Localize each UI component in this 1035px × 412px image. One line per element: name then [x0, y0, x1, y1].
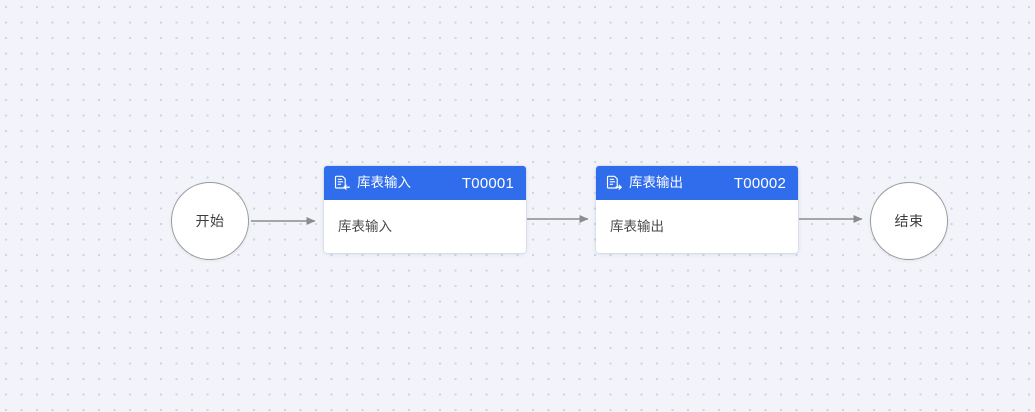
task-node-id: T00002 — [733, 174, 786, 192]
task-node-t00001[interactable]: 库表输入 T00001 库表输入 — [324, 166, 526, 253]
start-node[interactable]: 开始 — [171, 182, 249, 260]
task-node-title: 库表输入 — [357, 175, 411, 191]
start-node-label: 开始 — [195, 213, 225, 229]
task-node-body[interactable]: 库表输入 — [324, 200, 526, 253]
task-node-header[interactable]: 库表输出 T00002 — [596, 166, 798, 200]
task-node-body-text: 库表输出 — [610, 218, 664, 234]
task-node-body[interactable]: 库表输出 — [596, 200, 798, 253]
table-export-icon — [606, 175, 622, 190]
task-node-id: T00001 — [461, 174, 514, 192]
end-node[interactable]: 结束 — [870, 182, 948, 260]
task-node-t00002[interactable]: 库表输出 T00002 库表输出 — [596, 166, 798, 253]
end-node-label: 结束 — [894, 213, 924, 229]
task-node-header[interactable]: 库表输入 T00001 — [324, 166, 526, 200]
task-node-body-text: 库表输入 — [338, 218, 392, 234]
table-import-icon — [334, 175, 350, 190]
task-node-title: 库表输出 — [629, 175, 683, 191]
